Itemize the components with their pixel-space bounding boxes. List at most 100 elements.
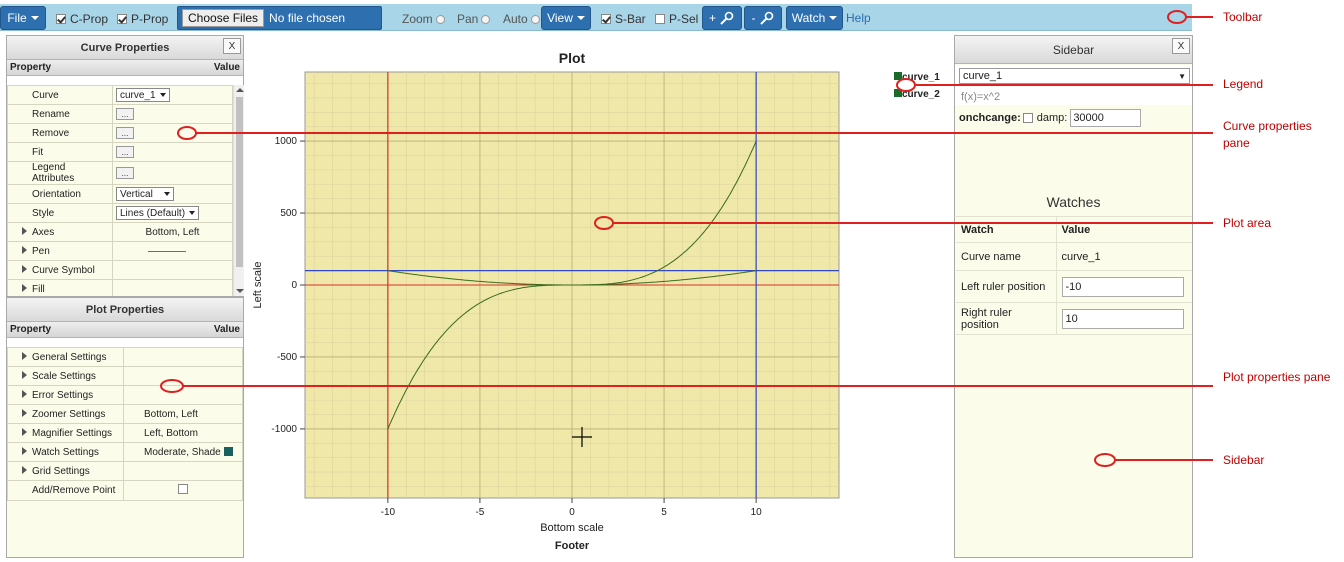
watch-value-input[interactable]: -10 xyxy=(1061,276,1184,297)
file-menu-button[interactable]: File xyxy=(0,6,46,30)
x-tick-label: 5 xyxy=(661,507,667,518)
magnifier-icon xyxy=(759,11,773,25)
curve-prop-name: Legend Attributes xyxy=(7,161,113,185)
pen-line-sample xyxy=(148,250,186,252)
checkbox-icon[interactable] xyxy=(117,14,127,24)
curve-prop-row[interactable]: Curve Symbol xyxy=(7,260,233,280)
checkbox-icon[interactable] xyxy=(56,14,66,24)
file-chooser[interactable]: Choose Files No file chosen xyxy=(177,6,382,30)
pan-radio[interactable]: Pan xyxy=(457,12,491,26)
sidebar-pane: Sidebar X curve_1 ▼ f(x)=x^2 onchcange: … xyxy=(954,35,1193,558)
toolbar: File C-Prop P-Prop Choose Files No file … xyxy=(0,4,1192,31)
expand-triangle-icon[interactable] xyxy=(22,446,27,455)
psel-toggle[interactable]: P-Sel xyxy=(655,12,698,26)
zoom-in-button[interactable]: + xyxy=(702,6,742,30)
plot-footer: Footer xyxy=(555,540,590,552)
legend-swatch[interactable] xyxy=(894,89,902,97)
zoom-out-label: - xyxy=(751,11,756,25)
shade-color-swatch[interactable] xyxy=(223,447,233,457)
zoom-out-button[interactable]: - xyxy=(744,6,782,30)
expand-triangle-icon[interactable] xyxy=(22,264,27,273)
cprop-toggle[interactable]: C-Prop xyxy=(56,12,108,26)
expand-triangle-icon[interactable] xyxy=(22,226,27,235)
checkbox-icon[interactable] xyxy=(601,14,611,24)
expand-triangle-icon[interactable] xyxy=(22,351,27,360)
plot-prop-row[interactable]: Add/Remove Point xyxy=(7,480,243,501)
scroll-thumb[interactable] xyxy=(236,97,243,267)
expand-triangle-icon[interactable] xyxy=(22,283,27,292)
plot-prop-row[interactable]: Error Settings xyxy=(7,385,243,405)
curve-prop-button[interactable]: ... xyxy=(116,146,134,158)
zoom-label: Zoom xyxy=(402,12,433,26)
curve-properties-scrollbar[interactable] xyxy=(233,85,244,296)
curve-prop-select[interactable]: curve_1 xyxy=(116,88,170,102)
curve-prop-value: ... xyxy=(112,161,233,185)
curve-prop-select[interactable]: Lines (Default) xyxy=(116,206,200,220)
choose-files-button[interactable]: Choose Files xyxy=(182,9,265,27)
add-remove-point-checkbox[interactable] xyxy=(178,484,188,494)
pprop-toggle[interactable]: P-Prop xyxy=(117,12,168,26)
curve-prop-row[interactable]: Fill xyxy=(7,279,233,296)
checkbox-icon[interactable] xyxy=(655,14,665,24)
plot-prop-label: General Settings xyxy=(32,351,107,363)
curve-prop-label: Fit xyxy=(32,146,44,158)
auto-label: Auto xyxy=(503,12,528,26)
plot-prop-text: Left, Bottom xyxy=(144,427,198,439)
plot-prop-name: Zoomer Settings xyxy=(7,404,124,424)
watch-value-input[interactable]: 10 xyxy=(1061,308,1184,329)
plot-prop-text: Bottom, Left xyxy=(144,408,198,420)
caret-down-icon xyxy=(30,16,39,20)
caret-down-icon xyxy=(164,192,170,196)
radio-icon[interactable] xyxy=(530,14,540,24)
curve-prop-select[interactable]: Vertical xyxy=(116,187,174,201)
sidebar-marker xyxy=(1094,453,1116,467)
scroll-up-icon[interactable] xyxy=(236,88,244,92)
expand-triangle-icon[interactable] xyxy=(22,427,27,436)
plot-prop-label: Grid Settings xyxy=(32,465,90,477)
close-icon[interactable]: X xyxy=(223,38,241,54)
curve-prop-button[interactable]: ... xyxy=(116,108,134,120)
auto-radio[interactable]: Auto xyxy=(503,12,540,26)
plot-prop-row[interactable]: Zoomer Settings Bottom, Left xyxy=(7,404,243,424)
close-icon[interactable]: X xyxy=(1172,38,1190,54)
no-file-label: No file chosen xyxy=(269,11,346,25)
function-text: f(x)=x^2 xyxy=(961,91,1001,103)
onchange-checkbox[interactable] xyxy=(1022,113,1033,123)
help-link[interactable]: Help xyxy=(846,11,871,25)
expand-triangle-icon[interactable] xyxy=(22,245,27,254)
watch-name: Left ruler position xyxy=(956,270,1056,303)
curve-prop-row[interactable]: Remove... xyxy=(7,123,233,143)
curve-prop-button[interactable]: ... xyxy=(116,167,134,179)
plot-prop-row[interactable]: General Settings xyxy=(7,347,243,367)
sbar-toggle[interactable]: S-Bar xyxy=(601,12,646,26)
sidebar-curve-select[interactable]: curve_1 ▼ xyxy=(959,68,1190,84)
plot-prop-row[interactable]: Grid Settings xyxy=(7,461,243,481)
radio-icon[interactable] xyxy=(481,14,491,24)
y-tick-label: 500 xyxy=(280,208,297,219)
curve-prop-button[interactable]: ... xyxy=(116,127,134,139)
damp-input[interactable]: 30000 xyxy=(1070,109,1142,127)
zoom-radio[interactable]: Zoom xyxy=(402,12,445,26)
watch-menu-button[interactable]: Watch xyxy=(786,6,843,30)
expand-triangle-icon[interactable] xyxy=(22,408,27,417)
expand-triangle-icon[interactable] xyxy=(22,389,27,398)
expand-triangle-icon[interactable] xyxy=(22,465,27,474)
curve-prop-row[interactable]: Legend Attributes... xyxy=(7,161,233,185)
legend-swatch[interactable] xyxy=(894,72,902,80)
scroll-down-icon[interactable] xyxy=(236,289,244,293)
sidebar-title: Sidebar X xyxy=(955,36,1192,64)
curve-2-line[interactable] xyxy=(387,270,757,286)
view-menu-button[interactable]: View xyxy=(541,6,591,30)
radio-icon[interactable] xyxy=(435,14,445,24)
curve-prop-row[interactable]: Rename... xyxy=(7,104,233,124)
expand-triangle-icon[interactable] xyxy=(22,370,27,379)
watch-name: Right ruler position xyxy=(956,302,1056,335)
psel-label: P-Sel xyxy=(669,12,699,26)
curve-prop-row[interactable]: Fit... xyxy=(7,142,233,162)
